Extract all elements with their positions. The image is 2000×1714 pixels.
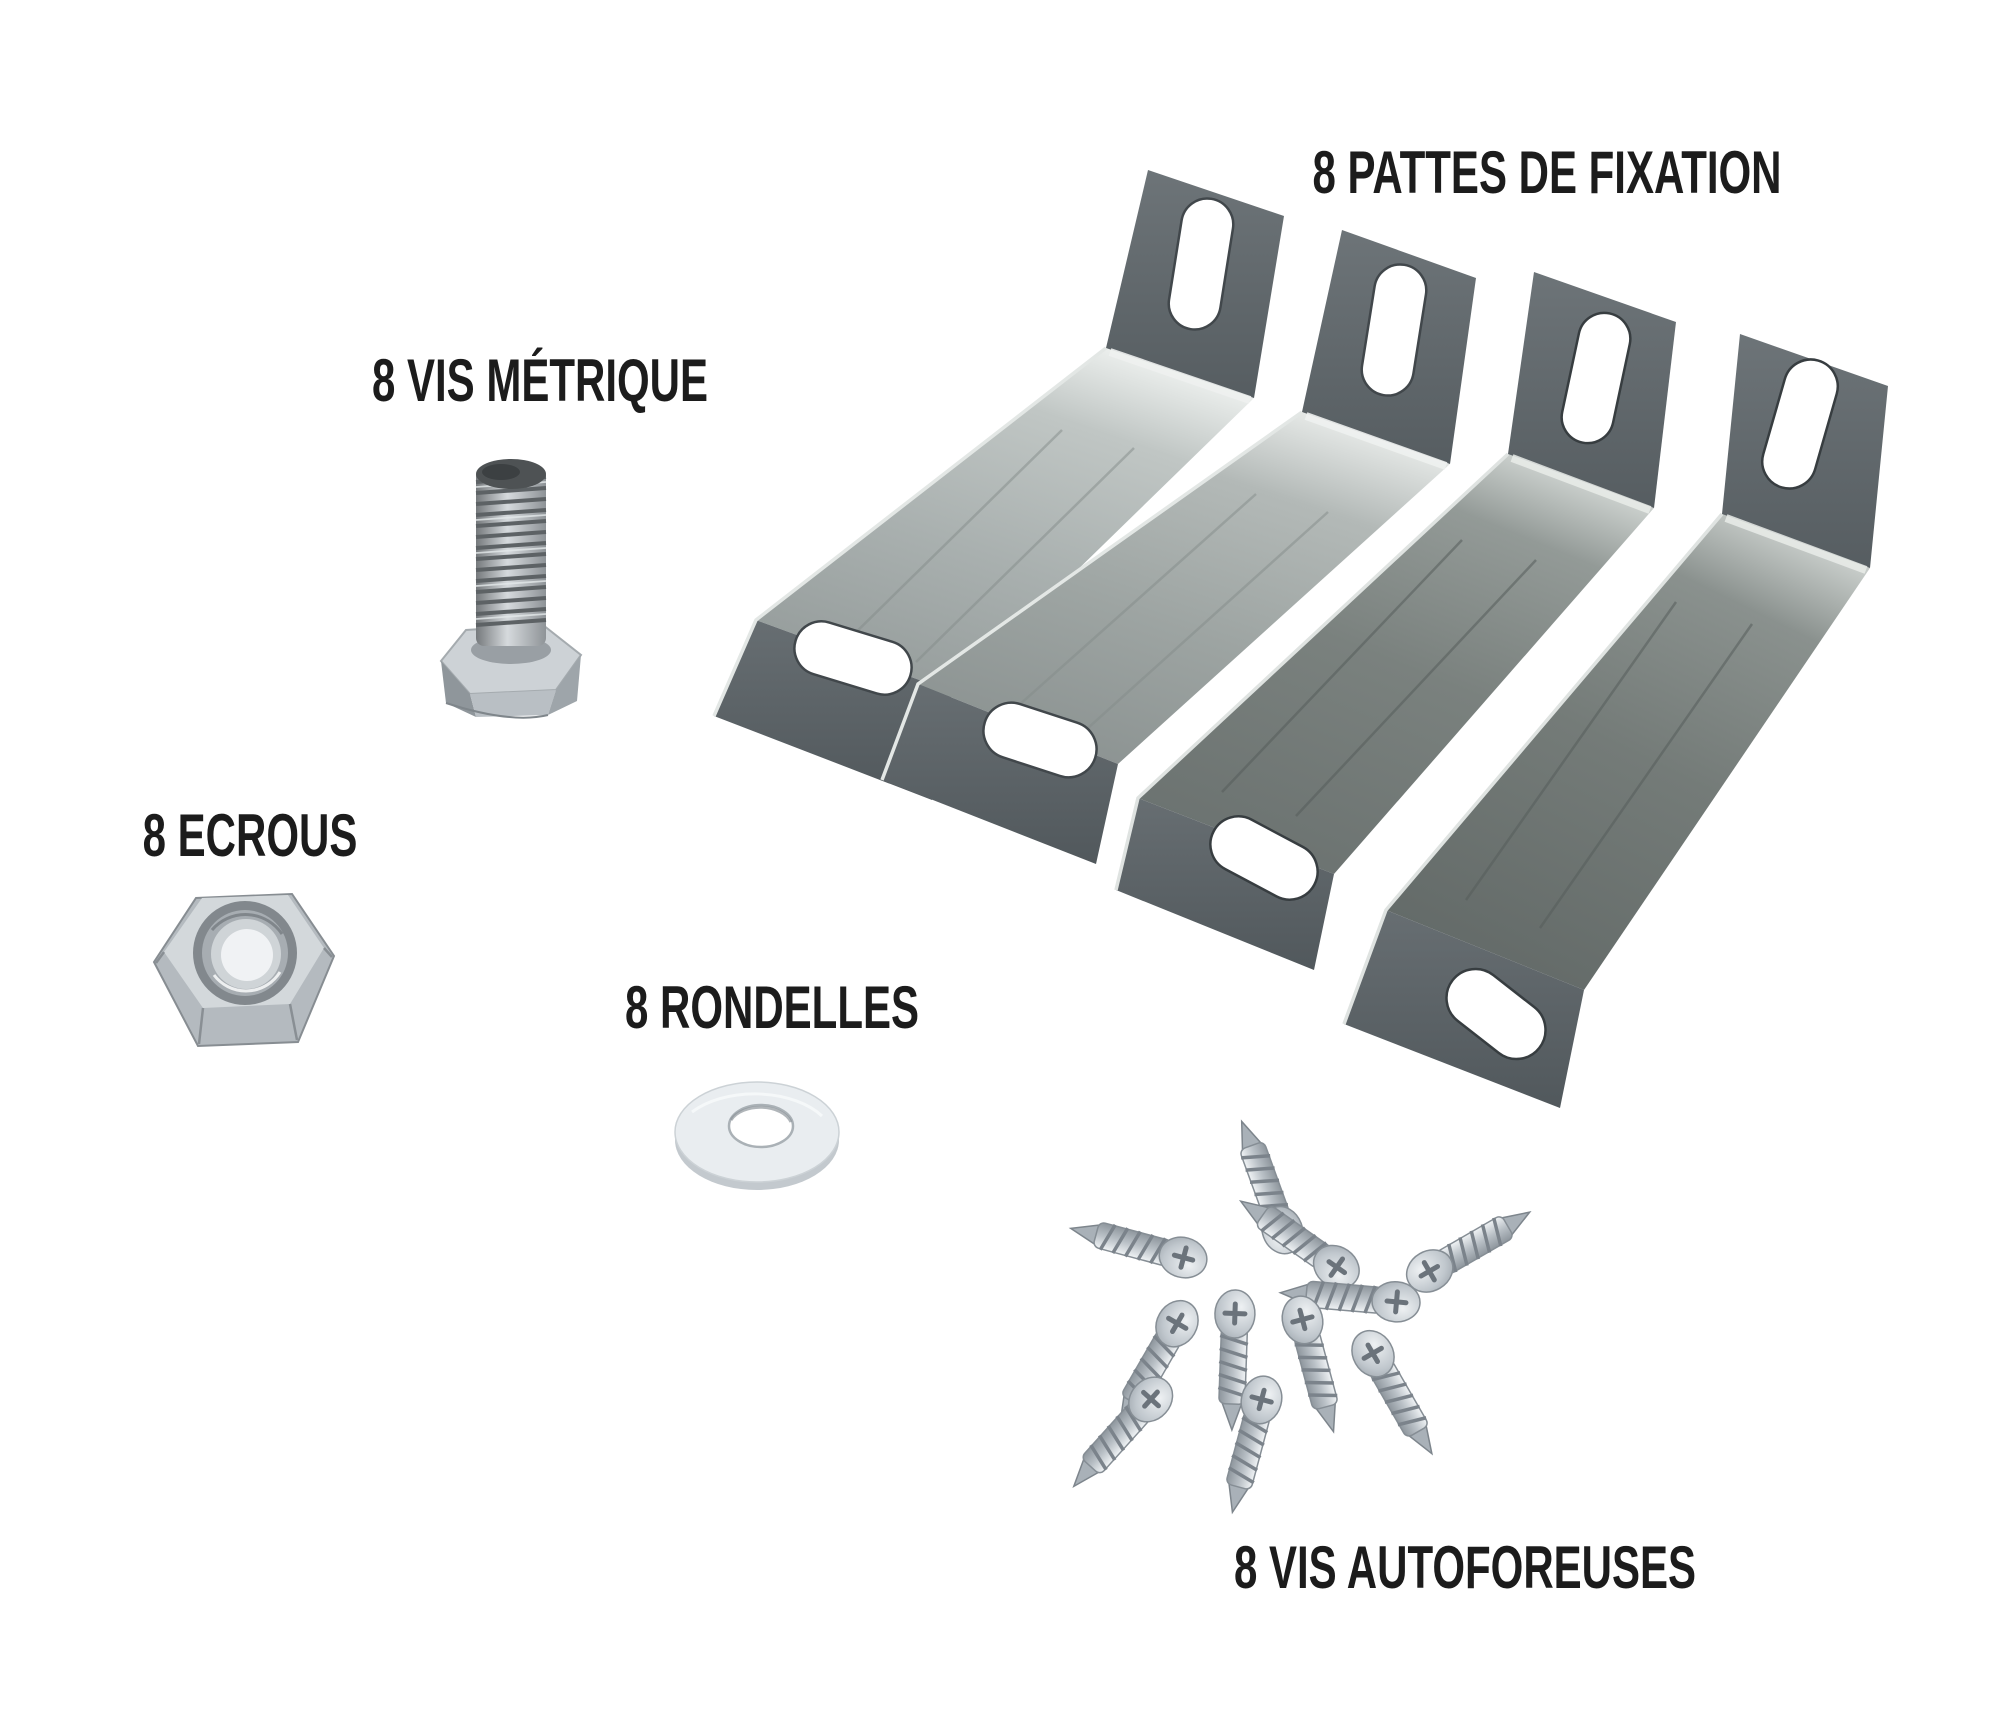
label-rondelles: 8 RONDELLES [624,974,920,1041]
bracket-1-foot-slot [793,620,913,696]
label-vis-autoforeuses: 8 VIS AUTOFOREUSES [1233,1534,1697,1601]
label-ecrous: 8 ECROUS [142,802,358,869]
mounting-bracket-3 [1114,272,1676,970]
mounting-brackets-photo [712,170,1888,1108]
mounting-bracket-4 [1342,334,1888,1108]
washer-photo [674,1081,840,1190]
bracket-4-top-slot [1761,358,1839,490]
label-vis-metrique: 8 VIS MÉTRIQUE [371,347,709,414]
mounting-bracket-2 [880,230,1476,864]
bracket-3-top-slot [1560,311,1632,445]
bracket-3-foot-slot [1209,815,1319,901]
bracket-4-foot-slot [1445,967,1547,1061]
hex-nut-photo [152,892,336,1048]
label-pattes-de-fixation: 8 PATTES DE FIXATION [1312,139,1782,206]
bracket-1-top-slot [1167,197,1235,331]
mounting-bracket-1 [712,170,1284,800]
bracket-2-top-slot [1360,263,1428,397]
bracket-2-foot-slot [982,701,1098,779]
metric-bolt-photo [439,459,583,719]
self-drilling-screws-photo [1058,1114,1540,1517]
